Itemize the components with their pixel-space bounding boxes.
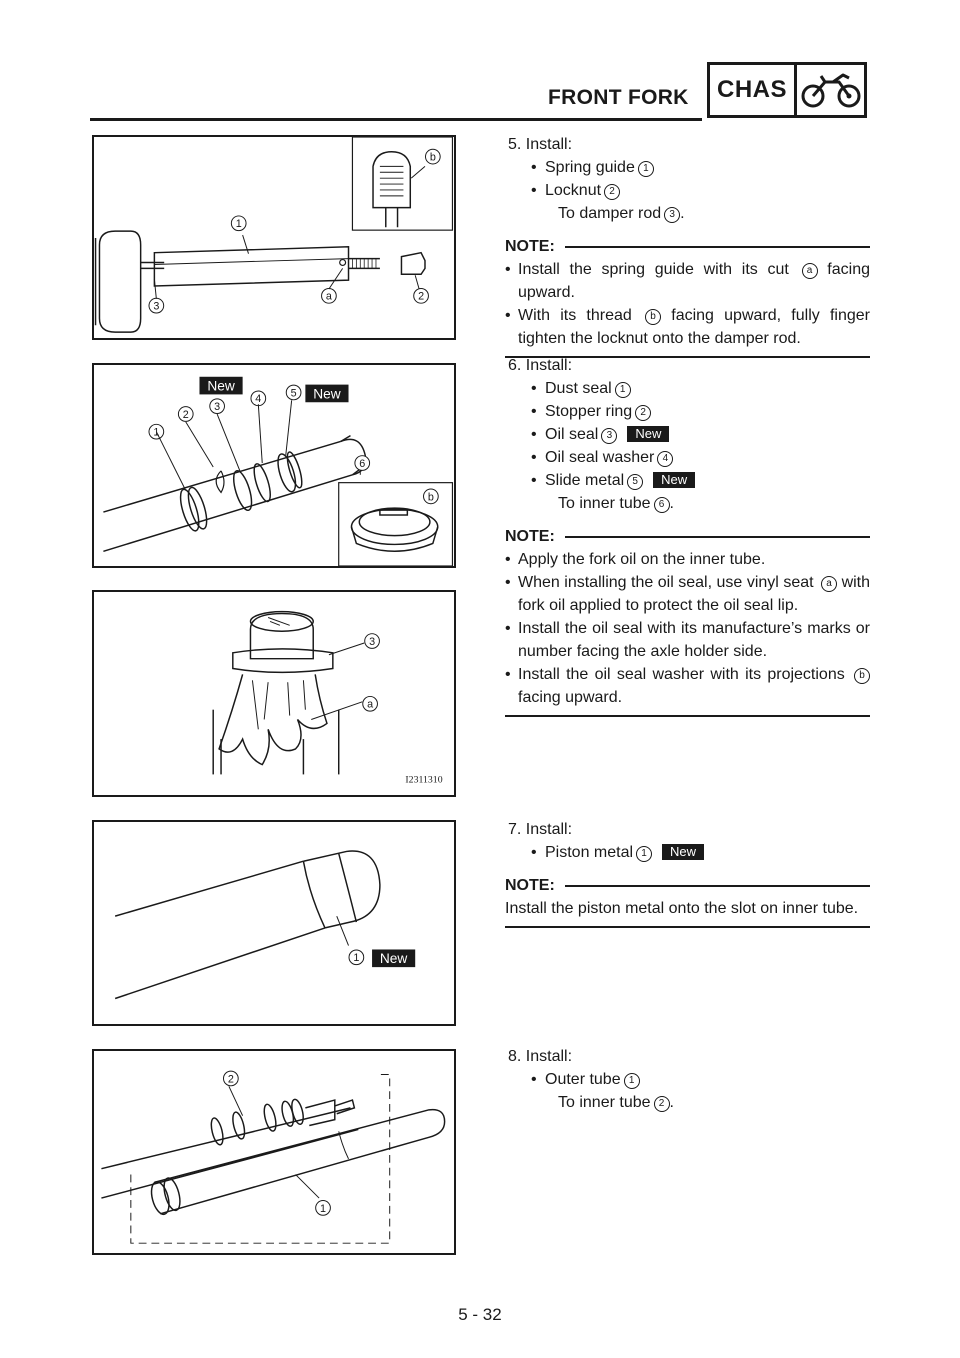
callout-1: 1 — [236, 218, 242, 230]
page-number: 5 - 32 — [458, 1305, 502, 1324]
note-heading: NOTE: — [505, 874, 870, 897]
callout-2: 2 — [183, 409, 189, 421]
figure-seal-assembly: New New 1 2 3 4 5 6 b — [92, 363, 456, 568]
note-divider — [505, 715, 870, 717]
new-badge-bg — [305, 384, 349, 403]
callout-5: 5 — [291, 387, 297, 399]
note-text: Install the piston metal onto the slot o… — [505, 900, 859, 917]
note-divider — [505, 926, 870, 928]
note-heading: NOTE: — [505, 525, 870, 548]
note-item: When installing the oil seal, use vinyl … — [505, 571, 870, 617]
note-divider — [505, 356, 870, 358]
new-badge: New — [313, 386, 341, 401]
note-item: Apply the fork oil on the inner tube. — [505, 548, 870, 571]
header-rule — [90, 118, 702, 121]
new-badge: New — [627, 426, 670, 442]
callout-a: a — [326, 291, 332, 303]
note-item: Install the oil seal with its manufactur… — [505, 617, 870, 663]
callout-1: 1 — [353, 952, 359, 964]
callout-1: 1 — [153, 427, 159, 439]
section-code: CHAS — [710, 65, 797, 115]
note-item: Install the oil seal washer with its pro… — [505, 663, 870, 709]
callout-a: a — [367, 699, 373, 711]
section-title: FRONT FORK — [548, 86, 689, 109]
step-heading: 7. Install: — [508, 821, 573, 838]
motorcycle-icon — [797, 65, 864, 115]
callout-b: b — [428, 491, 434, 503]
new-badge: New — [653, 472, 696, 488]
section-tab: CHAS — [707, 62, 867, 118]
note-item: With its thread b facing upward, fully f… — [505, 304, 870, 350]
new-badge-bg — [199, 376, 243, 395]
figure-code: I2311310 — [405, 774, 442, 785]
step-heading: 5. Install: — [508, 136, 573, 153]
new-badge: New — [380, 951, 408, 966]
callout-2: 2 — [228, 1073, 234, 1085]
callout-3: 3 — [369, 636, 375, 648]
note-item: Install the spring guide with its cut a … — [505, 258, 870, 304]
callout-4: 4 — [255, 393, 261, 405]
figure-vinyl-seat: 3 a I2311310 — [92, 590, 456, 797]
step-heading: 8. Install: — [508, 1048, 573, 1065]
figure-spring-guide: b 1 3 a 2 — [92, 135, 456, 340]
callout-b: b — [430, 152, 436, 164]
new-badge: New — [207, 378, 235, 393]
figure-outer-tube: 2 1 — [92, 1049, 456, 1255]
callout-3: 3 — [214, 401, 220, 413]
callout-1: 1 — [320, 1203, 326, 1215]
figure-piston-metal: 1 New — [92, 820, 456, 1026]
new-badge-bg — [372, 949, 416, 968]
callout-2: 2 — [418, 291, 424, 303]
note-heading: NOTE: — [505, 235, 870, 258]
callout-3: 3 — [153, 301, 159, 313]
callout-6: 6 — [359, 458, 365, 470]
step-heading: 6. Install: — [508, 357, 573, 374]
new-badge: New — [662, 844, 705, 860]
